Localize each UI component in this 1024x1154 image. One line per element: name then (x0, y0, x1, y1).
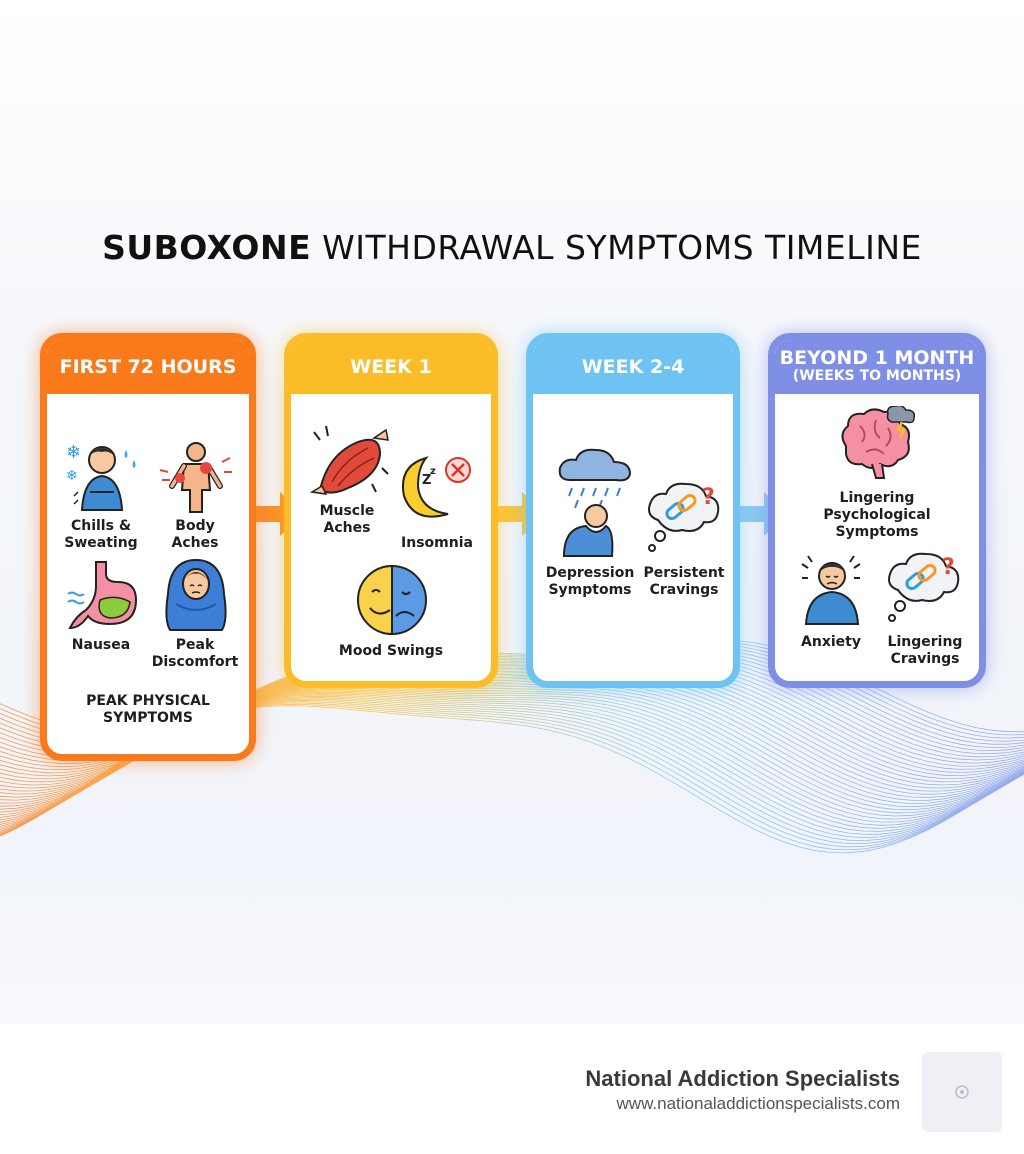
symptom-label: Anxiety (801, 634, 861, 650)
svg-text:z: z (430, 466, 436, 477)
stage-note: PEAK PHYSICAL SYMPTOMS (86, 693, 210, 726)
page-title: SUBOXONE WITHDRAWAL SYMPTOMS TIMELINE (0, 228, 1024, 267)
stage-header-label: FIRST 72 HOURS (59, 356, 237, 378)
svg-text:?: ? (942, 555, 955, 580)
symptom-label: Lingering Psychological Symptoms (823, 490, 931, 540)
body-aches-icon (159, 442, 232, 513)
brand-logo (922, 1052, 1002, 1132)
symptom-label: Nausea (71, 637, 131, 653)
brand-name: National Addiction Specialists (585, 1066, 900, 1091)
symptom-label: Persistent Cravings (643, 565, 725, 598)
mood-swings-mask-icon (357, 564, 427, 636)
chills-sweating-icon: ❄ ❄ (66, 442, 136, 511)
stage-header: WEEK 1 (291, 340, 491, 394)
symptom-label: Body Aches (171, 518, 219, 551)
svg-text:❄: ❄ (66, 442, 81, 463)
symptom-label: Muscle Aches (319, 503, 375, 536)
stage-header-label: WEEK 1 (350, 356, 432, 378)
brain-storm-icon (841, 406, 916, 479)
symptom-label: Chills & Sweating (64, 518, 138, 551)
nausea-stomach-icon (67, 561, 138, 630)
stage-subheader-label: (WEEKS TO MONTHS) (792, 368, 962, 384)
svg-text:❄: ❄ (66, 468, 78, 484)
svg-text:Z: Z (422, 473, 431, 488)
stage-header: WEEK 2-4 (533, 340, 733, 394)
stage-card-first-72-hours: FIRST 72 HOURS (40, 333, 256, 761)
stage-header: BEYOND 1 MONTH (WEEKS TO MONTHS) (775, 340, 979, 394)
symptom-label: Insomnia (401, 535, 473, 551)
symptom-label: Peak Discomfort (151, 637, 239, 670)
footer (0, 1024, 1024, 1154)
brand-url[interactable]: www.nationaladdictionspecialists.com (616, 1094, 900, 1113)
logo-icon (955, 1085, 969, 1099)
title-rest: WITHDRAWAL SYMPTOMS TIMELINE (322, 228, 922, 267)
footer-brand: National Addiction Specialists www.natio… (585, 1066, 900, 1114)
stage-header-label: WEEK 2-4 (581, 356, 685, 378)
anxiety-person-icon (801, 555, 861, 625)
insomnia-moon-icon: Z z (402, 456, 471, 518)
muscle-aches-icon (309, 425, 389, 495)
title-bold: SUBOXONE (102, 228, 312, 267)
peak-discomfort-blanket-icon (165, 558, 227, 631)
svg-text:?: ? (702, 485, 715, 510)
symptom-label: Mood Swings (338, 643, 444, 659)
cravings-thought-chain-icon: ? (648, 482, 720, 552)
depression-rain-cloud-icon (558, 448, 632, 557)
lingering-cravings-thought-chain-icon: ? (888, 552, 960, 622)
stage-header-label: BEYOND 1 MONTH (779, 347, 975, 369)
symptom-label: Lingering Cravings (887, 634, 963, 667)
stage-card-beyond-1-month: BEYOND 1 MONTH (WEEKS TO MONTHS) (768, 333, 986, 688)
stage-header: FIRST 72 HOURS (47, 340, 249, 394)
symptom-label: Depression Symptoms (545, 565, 635, 598)
